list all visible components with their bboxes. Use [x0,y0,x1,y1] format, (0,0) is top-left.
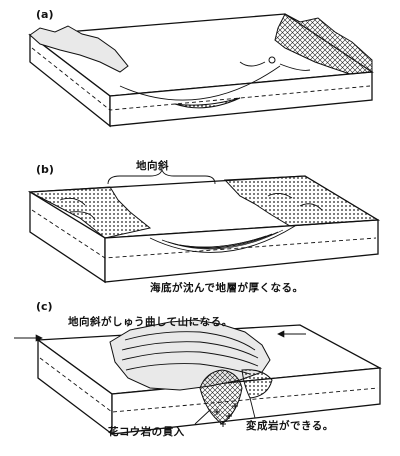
panel-b-block [27,168,381,284]
panel-a-label: (a) [36,8,54,21]
panel-b-side-face [104,219,379,283]
panel-c-caption: 地向斜がしゅう曲して山になる。 [68,316,233,328]
panel-c-side-face [111,367,381,435]
panel-b-right-land [223,175,380,227]
panel-c-granite-marks [214,403,238,427]
panel-b-geosyncline-label: 地向斜 [136,160,169,172]
panel-c-granite-label: 花コウ岩の貫入 [108,426,185,438]
panel-a-basin-curve [119,65,281,101]
panel-c-label: (c) [36,300,53,313]
panel-b-basin-outer [149,225,296,253]
panel-b-caption: 海底が沈んで地層が厚くなる。 [150,282,304,294]
panel-a-right-mountains [274,13,373,75]
panel-c-block [14,319,383,436]
panel-a-side-face [109,71,373,127]
panel-a-block [28,13,374,128]
panel-c-fold-ridges [121,331,259,375]
panel-c-granite-intrusion [199,369,243,425]
panel-b-sediment-layers [161,229,284,250]
panel-a-left-mountains [29,25,129,73]
panel-b-label: (b) [36,163,54,176]
panel-c-metamorphic-label: 変成岩ができる。 [246,420,334,432]
panel-b-brace [107,168,216,185]
panel-c-metamorphic-zone [241,369,273,399]
